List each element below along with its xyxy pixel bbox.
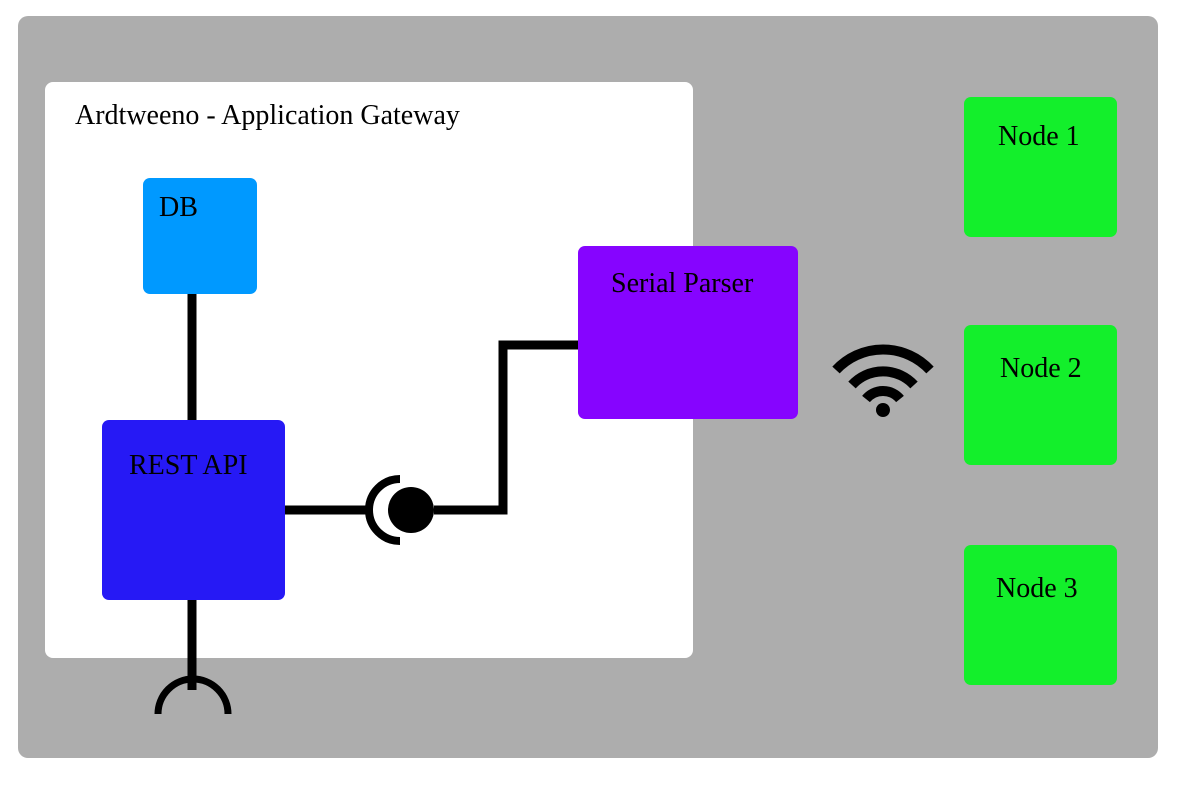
node-2-label: Node 2 [1000, 353, 1082, 384]
interface-serial-connector [434, 340, 578, 515]
socket-icon [154, 675, 232, 715]
node-3-box: Node 3 [964, 545, 1117, 685]
rest-api-box: REST API [102, 420, 285, 600]
rest-api-label: REST API [129, 450, 248, 481]
node-1-box: Node 1 [964, 97, 1117, 237]
node-1-label: Node 1 [998, 121, 1080, 152]
gateway-title: Ardtweeno - Application Gateway [75, 100, 460, 131]
ball-socket-icon [388, 487, 434, 533]
db-box: DB [143, 178, 257, 294]
wifi-icon [832, 344, 934, 417]
node-2-box: Node 2 [964, 325, 1117, 465]
serial-parser-box: Serial Parser [578, 246, 798, 419]
node-3-label: Node 3 [996, 573, 1078, 604]
serial-parser-label: Serial Parser [611, 268, 754, 299]
db-label: DB [159, 192, 198, 223]
socket-arc [365, 475, 401, 545]
